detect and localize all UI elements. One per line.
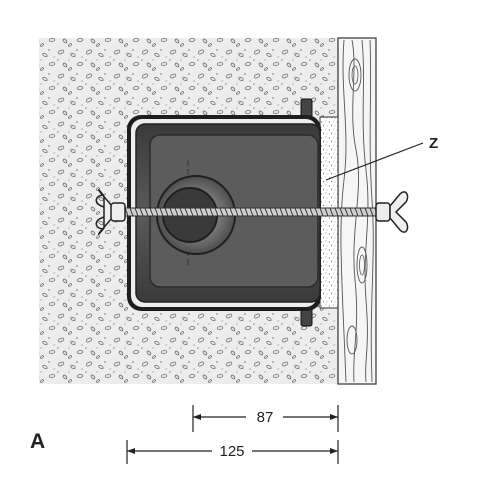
wing-nut-right xyxy=(375,191,409,233)
figure-label: A xyxy=(30,430,45,453)
dimension-outer: 125 xyxy=(126,440,339,464)
callout-leader-line xyxy=(325,142,424,181)
threaded-rod xyxy=(107,207,391,217)
dimension-inner-value: 87 xyxy=(257,409,274,426)
dimension-outer-value: 125 xyxy=(219,443,244,460)
dimension-inner: 87 xyxy=(192,405,339,432)
callout-label-z: Z xyxy=(429,135,438,152)
wing-nut-left xyxy=(95,189,126,235)
